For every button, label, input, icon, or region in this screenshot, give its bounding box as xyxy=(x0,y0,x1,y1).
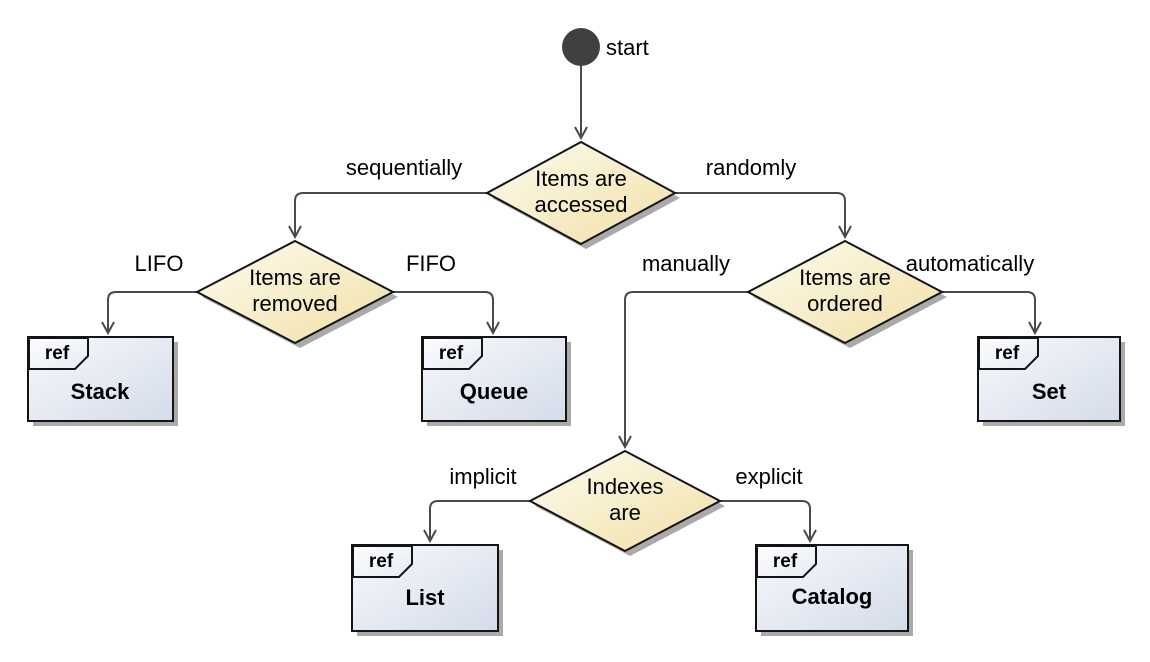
edge-explicit xyxy=(720,500,817,544)
edge-sequentially xyxy=(288,192,487,240)
branch-label-fifo: FIFO xyxy=(405,251,457,276)
edge-fifo xyxy=(393,291,500,336)
start-node xyxy=(562,28,600,66)
decision-indexes-are xyxy=(527,449,723,553)
decision-line: Items are xyxy=(799,265,891,290)
branch-label-manually: manually xyxy=(641,251,731,276)
branch-label-lifo: LIFO xyxy=(134,251,184,276)
ref-tab-catalog xyxy=(756,545,817,578)
edge-randomly xyxy=(675,192,852,240)
decision-items-ordered-label: Items are ordered xyxy=(799,265,891,317)
box-title-stack: Stack xyxy=(70,379,130,404)
ref-tab-stack xyxy=(28,337,89,370)
ref-tab-queue xyxy=(422,337,483,370)
decision-line: ordered xyxy=(807,291,883,316)
ref-tab-set xyxy=(978,337,1039,370)
decision-items-removed-label: Items are removed xyxy=(249,265,341,317)
ref-tab-label-stack: ref xyxy=(44,343,70,364)
edge-lifo xyxy=(101,291,197,336)
decision-items-accessed xyxy=(484,140,678,246)
decision-line: are xyxy=(609,500,641,525)
edge-automatically xyxy=(942,291,1042,336)
branch-label-implicit: implicit xyxy=(449,464,517,489)
branch-label-sequentially: sequentially xyxy=(345,155,463,180)
box-title-list: List xyxy=(405,585,445,610)
branch-label-automatically: automatically xyxy=(905,251,1035,276)
decision-line: removed xyxy=(252,291,338,316)
decision-items-accessed-label: Items are accessed xyxy=(535,166,628,218)
ref-tab-list xyxy=(352,545,413,578)
decision-items-ordered xyxy=(745,239,945,345)
decision-line: Items are xyxy=(535,166,627,191)
box-title-catalog: Catalog xyxy=(791,584,873,609)
decision-line: Indexes xyxy=(586,474,664,499)
ref-tab-label-list: ref xyxy=(368,551,394,572)
ref-tab-label-set: ref xyxy=(994,343,1020,364)
branch-label-randomly: randomly xyxy=(705,155,797,180)
start-label: start xyxy=(606,35,649,60)
branch-label-explicit: explicit xyxy=(735,464,803,489)
ref-tab-label-queue: ref xyxy=(438,343,464,364)
box-title-queue: Queue xyxy=(459,379,529,404)
decision-line: accessed xyxy=(534,192,628,217)
ref-tab-label-catalog: ref xyxy=(772,551,798,572)
box-title-set: Set xyxy=(1031,379,1067,404)
decision-indexes-are-label: Indexes are xyxy=(586,474,663,526)
decision-items-removed xyxy=(194,239,396,345)
edge-manually xyxy=(618,291,748,450)
edge-implicit xyxy=(423,500,530,544)
decision-line: Items are xyxy=(249,265,341,290)
